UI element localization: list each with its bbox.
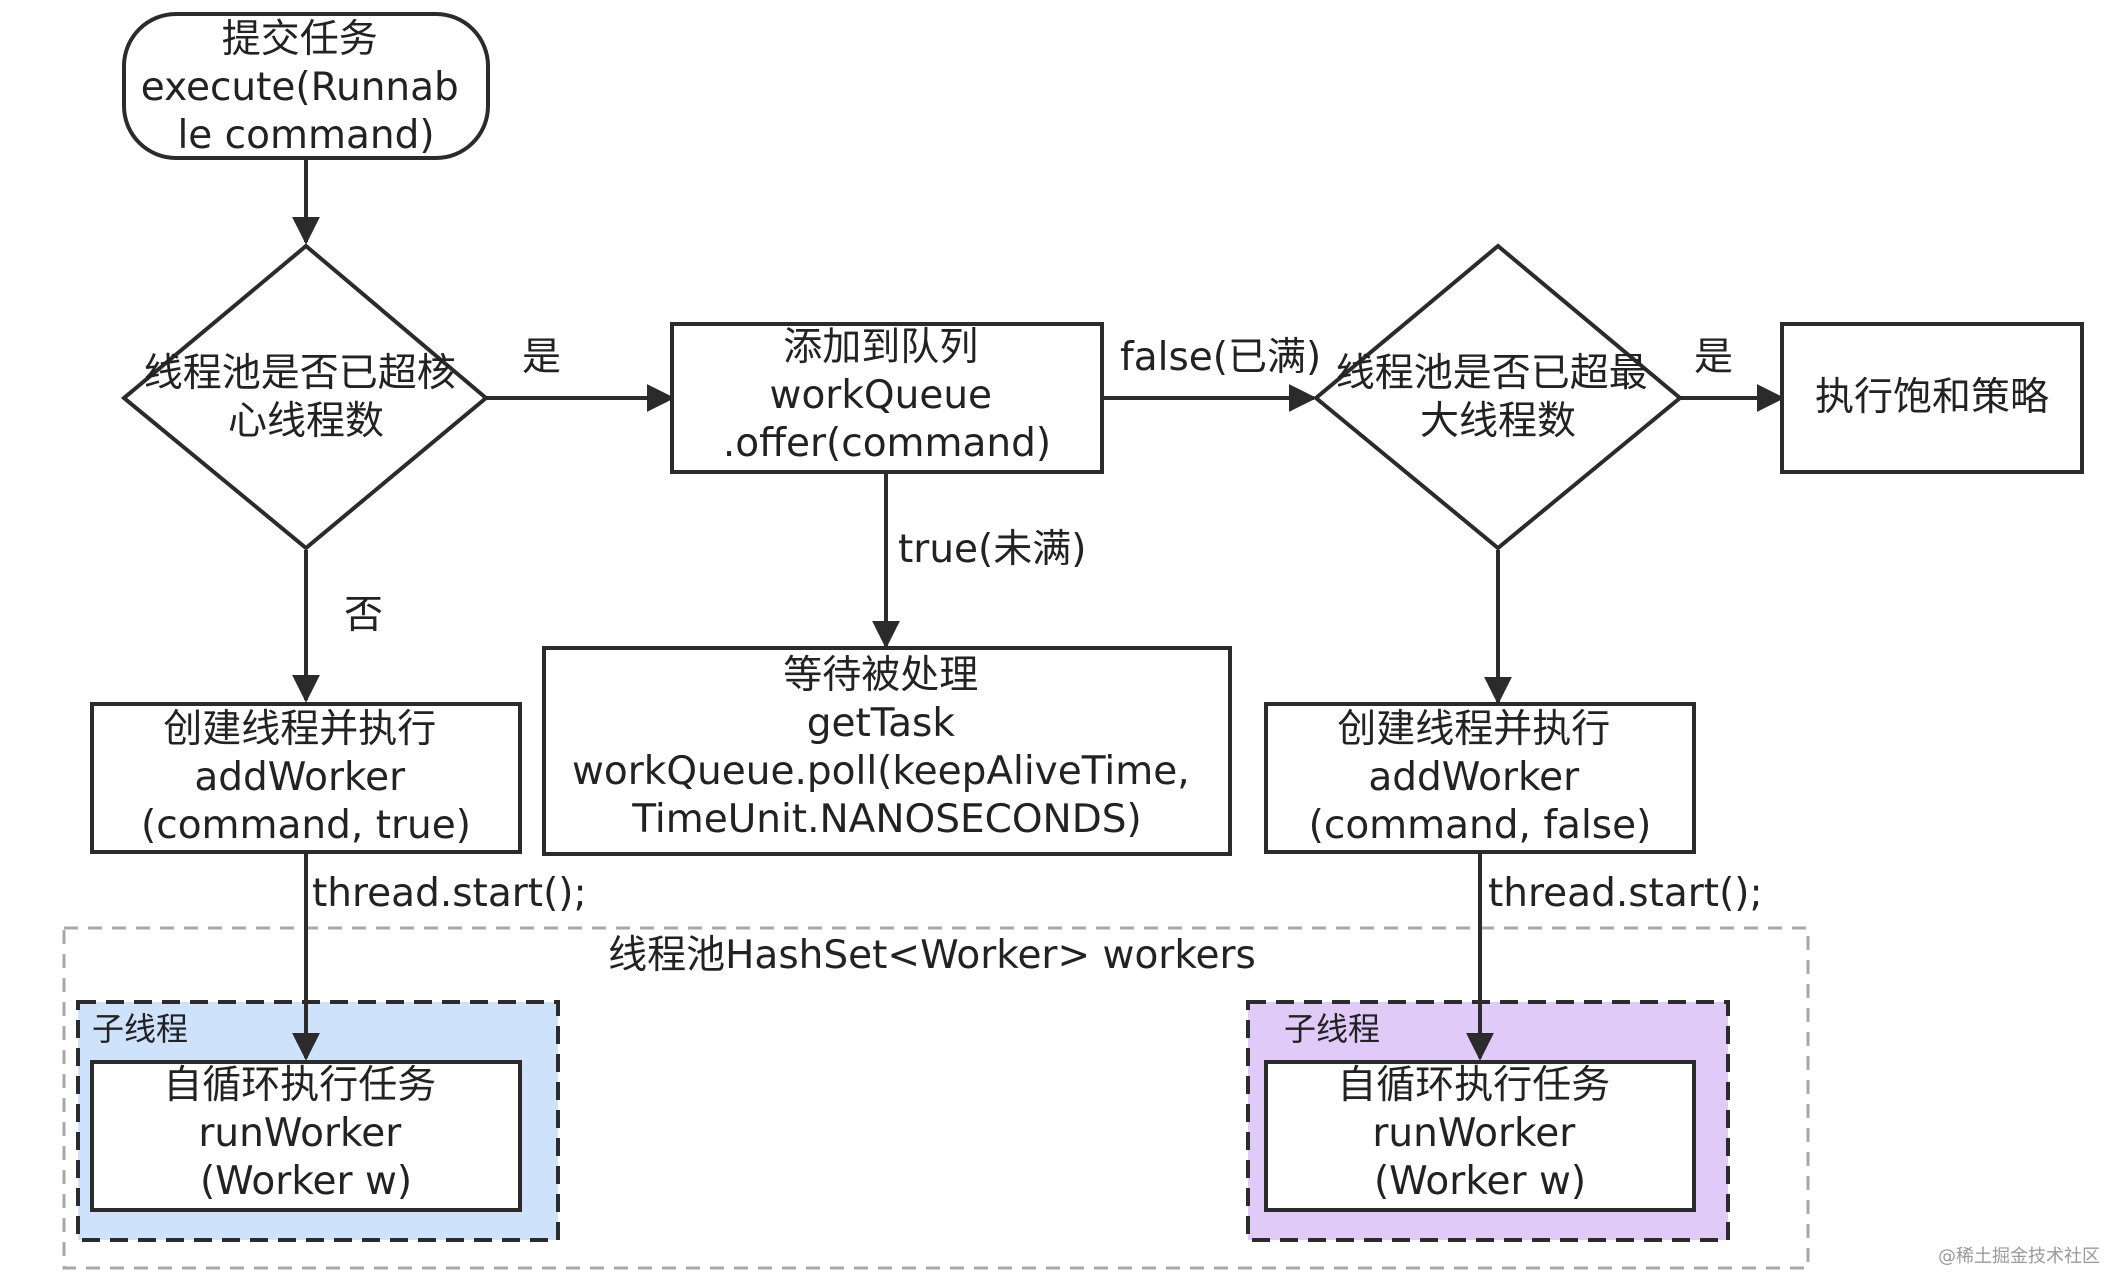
- node-add-queue-line-1: 添加到队列: [783, 325, 978, 370]
- edge-labels: 是 否 false(已满) true(未满) 是 thread.start();…: [312, 335, 1763, 916]
- worker-group-left-label: 子线程: [92, 1010, 188, 1048]
- node-add-queue-line-3: .offer(command): [723, 421, 1051, 466]
- node-run-left-shape: [90, 1060, 522, 1212]
- edge-label-yes-left: 是: [522, 335, 561, 380]
- node-run-left-text: 自循环执行任务 runWorker (Worker w): [163, 1063, 448, 1204]
- node-core-check-shape: [120, 243, 490, 551]
- edge-label-no-left: 否: [344, 593, 383, 638]
- node-wait-line-3: workQueue.poll(keepAliveTime,: [572, 749, 1190, 794]
- node-max-check-shape: [1312, 243, 1684, 551]
- node-start-line-3: le command): [177, 113, 434, 158]
- node-start-text: 提交任务 execute(Runnab le command): [141, 17, 471, 158]
- node-core-check-line-1: 线程池是否已超核: [144, 351, 456, 396]
- node-reject-line-1: 执行饱和策略: [1815, 375, 2049, 420]
- thread-pool-group-label: 线程池HashSet<Worker> workers: [608, 933, 1256, 978]
- node-run-left-line-3: (Worker w): [200, 1159, 412, 1204]
- watermark: @稀土掘金技术社区: [1938, 1246, 2100, 1267]
- node-max-check-text: 线程池是否已超最 大线程数: [1336, 351, 1660, 444]
- edge-label-queue-full: false(已满): [1120, 335, 1321, 380]
- node-run-left-line-1: 自循环执行任务: [163, 1063, 436, 1108]
- node-reject-text: 执行饱和策略: [1815, 375, 2049, 420]
- node-core-check-text: 线程池是否已超核 心线程数: [144, 351, 468, 444]
- node-create-core-shape: [90, 702, 522, 854]
- edge-label-queue-not-full: true(未满): [898, 527, 1086, 572]
- node-run-right-line-2: runWorker: [1372, 1111, 1576, 1156]
- node-start-line-2: execute(Runnab: [141, 65, 459, 110]
- node-create-core-line-1: 创建线程并执行: [163, 707, 436, 752]
- node-core-check: 线程池是否已超核 心线程数: [120, 243, 490, 551]
- node-max-check-line-2: 大线程数: [1420, 399, 1576, 444]
- node-create-max-shape: [1264, 702, 1696, 854]
- node-create-core-line-2: addWorker: [194, 755, 406, 800]
- edges: [292, 158, 1785, 1061]
- node-create-max-text: 创建线程并执行 addWorker (command, false): [1309, 707, 1652, 848]
- node-create-max-line-3: (command, false): [1309, 803, 1652, 848]
- node-create-core: 创建线程并执行 addWorker (command, true): [90, 702, 522, 854]
- node-create-max-line-2: addWorker: [1368, 755, 1580, 800]
- node-reject: 执行饱和策略: [1780, 322, 2084, 474]
- node-wait-line-4: TimeUnit.NANOSECONDS): [631, 797, 1141, 842]
- node-max-check: 线程池是否已超最 大线程数: [1312, 243, 1684, 551]
- node-add-queue: 添加到队列 workQueue .offer(command): [670, 322, 1104, 474]
- node-run-right-line-1: 自循环执行任务: [1337, 1063, 1610, 1108]
- edge-label-thread-start-right: thread.start();: [1488, 871, 1763, 916]
- node-wait: 等待被处理 getTask workQueue.poll(keepAliveTi…: [542, 646, 1232, 856]
- node-wait-line-2: getTask: [807, 701, 956, 746]
- node-run-right: 自循环执行任务 runWorker (Worker w): [1264, 1060, 1696, 1212]
- node-wait-line-1: 等待被处理: [783, 653, 978, 698]
- node-add-queue-shape: [670, 322, 1104, 474]
- node-start-line-1: 提交任务: [222, 17, 378, 62]
- worker-group-right-label: 子线程: [1284, 1010, 1380, 1048]
- node-wait-shape: [542, 646, 1232, 856]
- node-wait-text: 等待被处理 getTask workQueue.poll(keepAliveTi…: [572, 653, 1202, 842]
- node-run-right-line-3: (Worker w): [1374, 1159, 1586, 1204]
- node-core-check-line-2: 心线程数: [228, 399, 384, 444]
- node-start-shape: [122, 12, 490, 160]
- edge-label-yes-right: 是: [1694, 335, 1733, 380]
- node-create-core-text: 创建线程并执行 addWorker (command, true): [141, 707, 471, 848]
- node-add-queue-line-2: workQueue: [770, 373, 993, 418]
- node-reject-shape: [1780, 322, 2084, 474]
- node-run-left-line-2: runWorker: [198, 1111, 402, 1156]
- node-run-left: 自循环执行任务 runWorker (Worker w): [90, 1060, 522, 1212]
- node-run-right-shape: [1264, 1060, 1696, 1212]
- node-create-max-line-1: 创建线程并执行: [1337, 707, 1610, 752]
- node-add-queue-text: 添加到队列 workQueue .offer(command): [723, 325, 1051, 466]
- edge-label-thread-start-left: thread.start();: [312, 871, 587, 916]
- node-create-max: 创建线程并执行 addWorker (command, false): [1264, 702, 1696, 854]
- node-max-check-line-1: 线程池是否已超最: [1336, 351, 1648, 396]
- node-create-core-line-3: (command, true): [141, 803, 471, 848]
- node-start: 提交任务 execute(Runnab le command): [122, 12, 490, 160]
- node-run-right-text: 自循环执行任务 runWorker (Worker w): [1337, 1063, 1622, 1204]
- thread-pool-group: 线程池HashSet<Worker> workers: [62, 926, 1810, 1270]
